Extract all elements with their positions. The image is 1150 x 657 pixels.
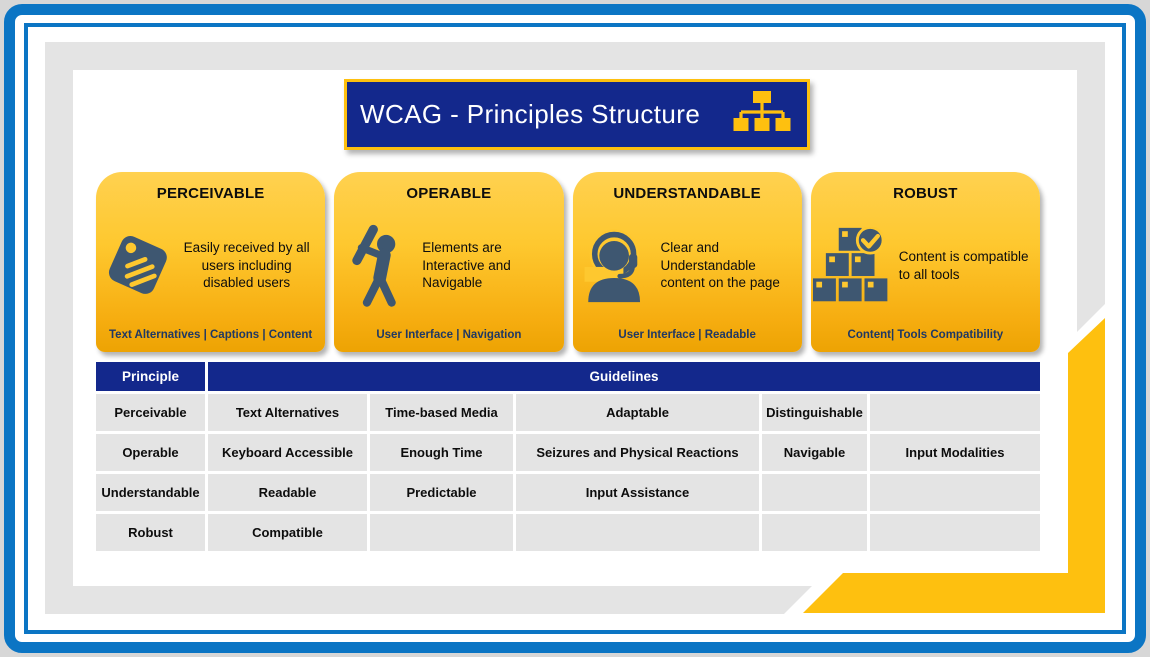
org-chart-icon <box>733 90 791 139</box>
table-header-guidelines: Guidelines <box>208 362 1040 391</box>
card-title: ROBUST <box>893 185 958 202</box>
guideline-cell: Seizures and Physical Reactions <box>516 434 759 471</box>
card-understandable: UNDERSTANDABLE Clear and Und <box>572 172 802 352</box>
card-title: UNDERSTANDABLE <box>613 185 761 202</box>
support-person-icon <box>573 228 659 304</box>
guideline-cell: Time-based Media <box>370 394 513 431</box>
guideline-cell: Navigable <box>762 434 867 471</box>
card-description: Easily received by all users including d… <box>183 239 310 291</box>
guideline-cell <box>870 514 1040 551</box>
guideline-cell: Distinguishable <box>762 394 867 431</box>
principle-cell: Robust <box>96 514 205 551</box>
page-title: WCAG - Principles Structure <box>360 99 701 129</box>
guideline-cell: Input Modalities <box>870 434 1040 471</box>
card-keywords: Content| Tools Compatibility <box>847 329 1004 341</box>
guideline-cell: Predictable <box>370 474 513 511</box>
guideline-cell: Readable <box>208 474 367 511</box>
card-description: Content is compatible to all tools <box>898 248 1029 282</box>
guideline-cell <box>370 514 513 551</box>
card-keywords: Text Alternatives | Captions | Content <box>109 329 313 341</box>
card-title: OPERABLE <box>406 185 492 202</box>
guideline-cell <box>870 394 1040 431</box>
table-header-principle: Principle <box>96 362 205 391</box>
guidelines-table: Principle Guidelines Perceivable Text Al… <box>96 362 1040 551</box>
card-keywords: User Interface | Readable <box>618 329 756 341</box>
guideline-cell <box>762 474 867 511</box>
guideline-cell: Input Assistance <box>516 474 759 511</box>
principle-cards: PERCEIVABLE <box>96 172 1040 352</box>
guideline-cell <box>870 474 1040 511</box>
guideline-cell: Text Alternatives <box>208 394 367 431</box>
principle-cell: Understandable <box>96 474 205 511</box>
card-perceivable: PERCEIVABLE <box>96 172 326 352</box>
principle-cell: Operable <box>96 434 205 471</box>
card-operable: OPERABLE <box>334 172 564 352</box>
title-bar: WCAG - Principles Structure <box>344 79 810 150</box>
guideline-cell: Keyboard Accessible <box>208 434 367 471</box>
person-batting-icon <box>334 221 420 311</box>
guideline-cell: Compatible <box>208 514 367 551</box>
card-description: Elements are Interactive and Navigable <box>422 239 511 291</box>
guideline-cell: Enough Time <box>370 434 513 471</box>
card-title: PERCEIVABLE <box>156 185 265 202</box>
tag-icon <box>96 228 182 304</box>
card-description: Clear and Understandable content on the … <box>660 239 780 291</box>
guideline-cell: Adaptable <box>516 394 759 431</box>
guideline-cell <box>516 514 759 551</box>
guideline-cell <box>762 514 867 551</box>
card-keywords: User Interface | Navigation <box>376 329 522 341</box>
gold-corner-ribbon <box>803 318 1105 613</box>
stacked-boxes-check-icon <box>811 226 897 305</box>
principle-cell: Perceivable <box>96 394 205 431</box>
card-robust: ROBUST <box>810 172 1040 352</box>
